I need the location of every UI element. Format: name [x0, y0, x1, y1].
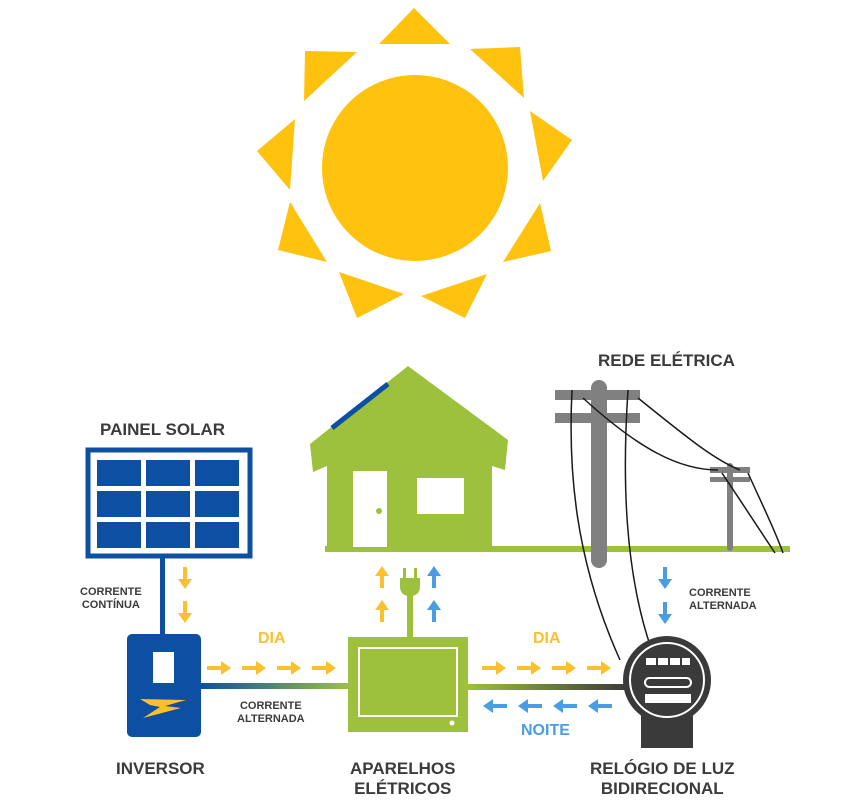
inverter-label: INVERSOR	[116, 759, 205, 778]
window-icon	[417, 478, 464, 514]
ground-line	[325, 546, 790, 552]
dc-label: CORRENTE CONTÍNUA	[80, 586, 142, 611]
up-arrows-yellow	[375, 566, 389, 622]
day-arrows-right	[482, 661, 611, 675]
day-arrows-left	[207, 661, 336, 675]
night-label: NOITE	[521, 722, 570, 739]
appliances-label: APARELHOS ELÉTRICOS	[350, 759, 456, 798]
grid-arrows	[658, 567, 672, 624]
ac-wire-inverter	[201, 683, 349, 689]
day-label-left: DIA	[258, 630, 286, 647]
plug-icon	[400, 578, 420, 596]
lightning-icon	[140, 699, 186, 718]
roof-solar-panel	[330, 382, 390, 430]
solar-panel-label: PAINEL SOLAR	[100, 420, 225, 439]
ac-label-grid: CORRENTE ALTERNADA	[689, 587, 757, 612]
house-icon	[310, 366, 508, 552]
night-arrows	[483, 699, 612, 713]
inverter-icon	[127, 634, 201, 737]
day-label-right: DIA	[533, 630, 561, 647]
meter-label: RELÓGIO DE LUZ BIDIRECIONAL	[590, 759, 735, 798]
power-lines	[570, 389, 784, 661]
ac-wire-meter	[468, 684, 628, 690]
appliances-icon	[348, 568, 468, 732]
bidirectional-meter-icon	[623, 636, 711, 748]
up-arrows-blue	[427, 566, 441, 622]
sun-icon	[257, 8, 572, 318]
solar-panel-icon	[85, 447, 253, 636]
door-icon	[353, 471, 387, 547]
ac-label-inverter: CORRENTE ALTERNADA	[237, 700, 305, 725]
power-pole-icon	[555, 380, 750, 568]
grid-label: REDE ELÉTRICA	[598, 351, 735, 370]
dc-arrows	[178, 567, 192, 623]
